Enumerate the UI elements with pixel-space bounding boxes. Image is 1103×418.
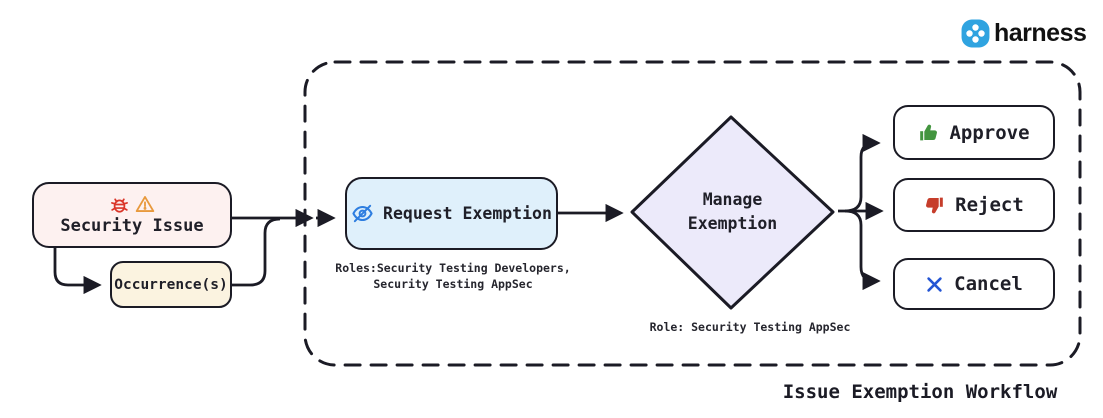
- warning-icon: [135, 194, 155, 214]
- bug-icon: [110, 195, 129, 214]
- connector-occurrence-merge: [232, 217, 281, 287]
- occurrences-node: Occurrence(s): [110, 261, 232, 308]
- manage-exemption-line2: Exemption: [687, 214, 778, 233]
- approve-node: Approve: [893, 105, 1055, 160]
- connector-security-to-occurrence: [53, 248, 102, 295]
- reject-node: Reject: [893, 178, 1055, 232]
- eye-slash-icon: [351, 202, 374, 225]
- request-exemption-node: Request Exemption: [345, 177, 558, 250]
- roles-note-line1: Roles:Security Testing Developers,: [335, 261, 571, 275]
- security-issue-icons: [110, 194, 155, 214]
- x-icon: [925, 275, 944, 294]
- workflow-title: Issue Exemption Workflow: [782, 381, 1058, 403]
- connector-manage-to-approve: [844, 133, 881, 213]
- request-exemption-label: Request Exemption: [383, 204, 552, 223]
- request-exemption-roles-note: Roles:Security Testing Developers, Secur…: [322, 261, 584, 292]
- manage-exemption-line1: Manage: [702, 190, 763, 210]
- manage-exemption-role-note: Role: Security Testing AppSec: [649, 320, 851, 334]
- reject-label: Reject: [955, 194, 1024, 216]
- security-issue-node: Security Issue: [32, 182, 232, 248]
- harness-knot-icon: [960, 18, 991, 49]
- harness-logo: harness: [960, 18, 1087, 49]
- connector-manage-to-cancel: [844, 209, 881, 291]
- cancel-node: Cancel: [893, 258, 1055, 310]
- security-issue-label: Security Issue: [60, 216, 204, 236]
- approve-label: Approve: [949, 121, 1030, 144]
- cancel-label: Cancel: [954, 273, 1023, 295]
- roles-note-line2: Security Testing AppSec: [373, 276, 533, 291]
- manage-exemption-diamond: [630, 115, 835, 310]
- manage-exemption-label: Manage Exemption: [662, 183, 803, 241]
- occurrences-label: Occurrence(s): [114, 276, 228, 293]
- harness-wordmark: harness: [994, 19, 1087, 47]
- thumbs-up-icon: [918, 122, 939, 143]
- thumbs-down-icon: [924, 195, 945, 216]
